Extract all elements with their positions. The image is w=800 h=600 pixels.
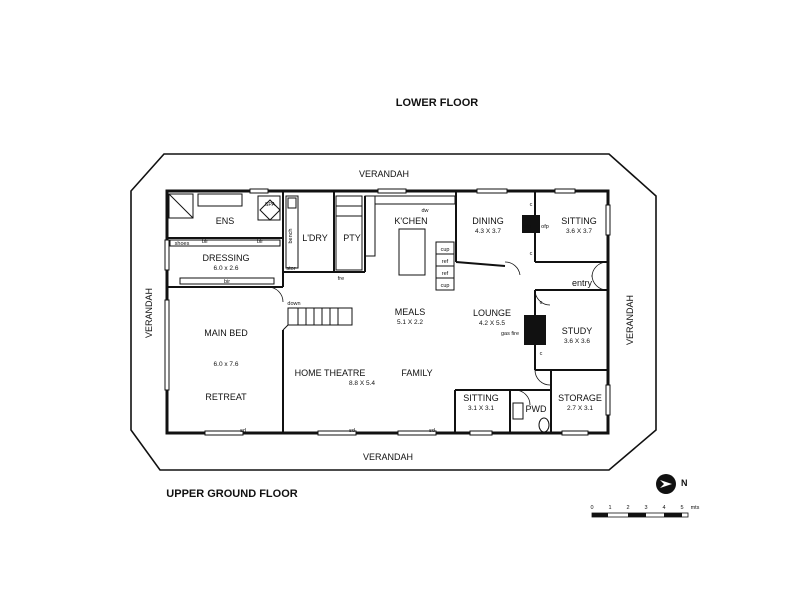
storage-dims: 2.7 X 3.1: [567, 405, 593, 412]
main-bed-label: MAIN BED: [204, 328, 248, 338]
bench-label: bench: [288, 229, 294, 244]
dining-label: DINING: [472, 216, 504, 226]
kitchen-fittings: [364, 195, 456, 291]
ensuite-fittings: [168, 193, 281, 285]
sitting-ne-label: SITTING: [561, 216, 597, 226]
bir-right-label: bir: [257, 239, 263, 245]
dressing-dims: 6.0 x 2.6: [214, 265, 239, 272]
dressing-label: DRESSING: [202, 253, 249, 263]
fre-label: fre: [338, 276, 344, 282]
pwd-label: PWD: [526, 404, 547, 414]
laundry-label: L'DRY: [302, 233, 328, 243]
c1-label: c: [530, 202, 533, 208]
windows: [164, 188, 611, 436]
c2-label: c: [530, 251, 533, 257]
spa-label: SPA: [265, 202, 276, 208]
gas-fire-label: gas fire: [501, 331, 519, 337]
entry-label: entry: [572, 278, 593, 288]
scale-tick-0: 0: [590, 505, 593, 511]
sitting-s-label: SITTING: [463, 393, 499, 403]
fireplaces: [522, 215, 546, 345]
ofp-left-label: ofp: [523, 224, 531, 230]
family-label: FAMILY: [401, 368, 432, 378]
ref1-label: ref: [442, 259, 449, 265]
north-arrow-icon: N: [656, 474, 688, 494]
sd1-label: sd: [240, 428, 246, 434]
scale-unit: mts: [691, 505, 700, 511]
home-theatre-label: HOME THEATRE: [295, 368, 366, 378]
down-label: down: [287, 301, 300, 307]
cup1-label: cup: [441, 247, 450, 253]
dw-label: dw: [421, 208, 428, 214]
verandah-right-label: VERANDAH: [625, 295, 635, 345]
main-bed-dims: 6.0 x 7.6: [214, 361, 239, 368]
dining-dims: 4.3 X 3.7: [475, 228, 501, 235]
lounge-label: LOUNGE: [473, 308, 511, 318]
sitting-s-dims: 3.1 X 3.1: [468, 405, 494, 412]
ofp-right-label: ofp: [541, 224, 549, 230]
study-dims: 3.6 X 3.6: [564, 338, 590, 345]
laundry-fittings: [285, 195, 363, 271]
north-label: N: [681, 478, 688, 488]
scale-tick-4: 4: [662, 505, 665, 511]
storage-label: STORAGE: [558, 393, 602, 403]
shoes-label: shoes: [175, 241, 190, 247]
stor-label: stor: [286, 266, 295, 272]
bir-dressing-label: bir: [224, 279, 230, 285]
verandah-top-label: VERANDAH: [359, 169, 409, 179]
verandah-left-label: VERANDAH: [144, 288, 154, 338]
sd2-label: sd: [349, 428, 355, 434]
scale-tick-3: 3: [644, 505, 647, 511]
ref2-label: ref: [442, 271, 449, 277]
retreat-label: RETREAT: [205, 392, 247, 402]
door-swings: [267, 261, 608, 406]
home-theatre-dims: 8.8 X 5.4: [349, 380, 375, 387]
bir-left-label: bir: [202, 239, 208, 245]
upper-ground-floor-title: UPPER GROUND FLOOR: [166, 488, 297, 500]
cup2-label: cup: [441, 283, 450, 289]
sitting-ne-dims: 3.6 X 3.7: [566, 228, 592, 235]
scale-tick-5: 5: [680, 505, 683, 511]
kitchen-label: K'CHEN: [394, 216, 427, 226]
verandah-bottom-label: VERANDAH: [363, 452, 413, 462]
scale-bar: 0 1 2 3 4 5 mts: [590, 505, 700, 518]
lounge-dims: 4.2 X 5.5: [479, 320, 505, 327]
pantry-label: PTY: [343, 233, 361, 243]
ens-label: ENS: [216, 216, 235, 226]
stair: [282, 307, 353, 331]
meals-dims: 5.1 X 2.2: [397, 319, 423, 326]
lower-floor-title: LOWER FLOOR: [396, 97, 479, 109]
sd3-label: sd: [429, 428, 435, 434]
scale-tick-1: 1: [608, 505, 611, 511]
pwd-fittings: [512, 402, 550, 433]
study-label: STUDY: [562, 326, 593, 336]
meals-label: MEALS: [395, 307, 426, 317]
verandah-outline: [130, 153, 657, 471]
c4-label: c: [540, 351, 543, 357]
scale-tick-2: 2: [626, 505, 629, 511]
c3-label: c: [540, 300, 543, 306]
